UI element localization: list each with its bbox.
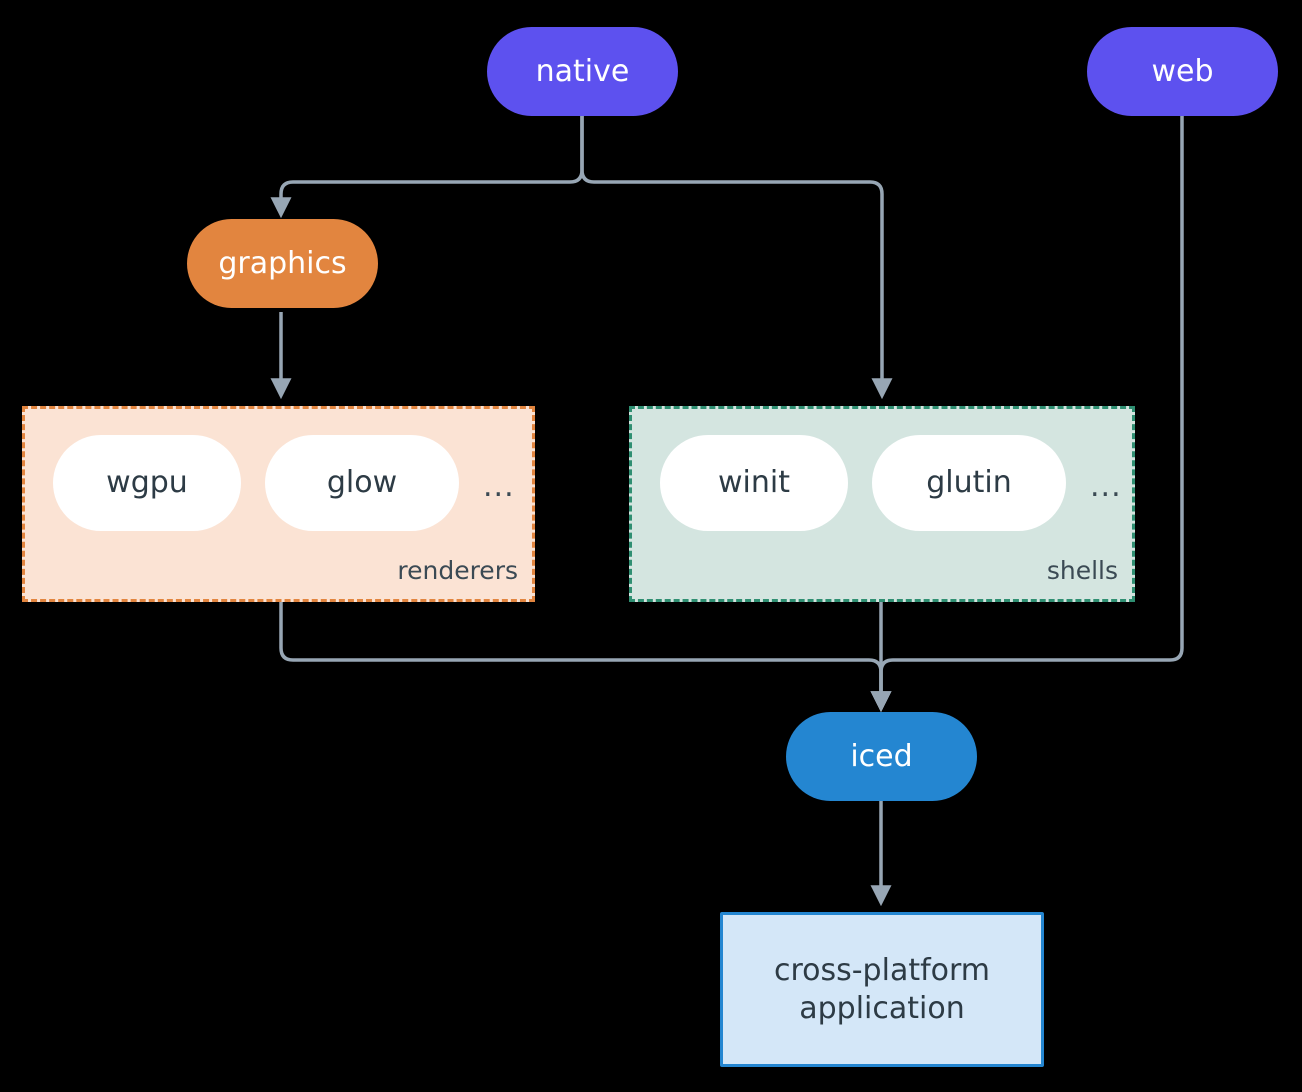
node-web-label: web xyxy=(1151,53,1214,89)
node-graphics[interactable]: graphics xyxy=(187,219,378,308)
cluster-renderers: wgpu glow ... renderers xyxy=(22,406,535,602)
leaf-glutin[interactable]: glutin xyxy=(872,435,1066,531)
leaf-glutin-label: glutin xyxy=(926,465,1012,501)
leaf-wgpu-label: wgpu xyxy=(106,465,188,501)
leaf-glow-label: glow xyxy=(326,465,398,501)
cluster-shells-label: shells xyxy=(1046,556,1118,585)
node-application-line1: cross-platform xyxy=(773,953,991,988)
edge-native-to-shells xyxy=(580,115,893,400)
node-iced-label: iced xyxy=(850,738,913,774)
node-application[interactable]: cross-platform application xyxy=(720,912,1044,1067)
node-native[interactable]: native xyxy=(487,27,678,116)
node-application-line2: application xyxy=(799,990,965,1026)
edge-native-to-graphics xyxy=(270,115,584,219)
node-graphics-label: graphics xyxy=(218,245,347,281)
cluster-shells: winit glutin ... shells xyxy=(629,406,1135,602)
cluster-renderers-label: renderers xyxy=(397,556,518,585)
edge-renderers-to-iced xyxy=(279,602,892,713)
node-iced[interactable]: iced xyxy=(786,712,977,801)
leaf-glow[interactable]: glow xyxy=(265,435,459,531)
node-native-label: native xyxy=(535,53,630,89)
leaf-winit[interactable]: winit xyxy=(660,435,848,531)
leaf-winit-label: winit xyxy=(718,465,790,501)
leaf-wgpu[interactable]: wgpu xyxy=(53,435,241,531)
node-web[interactable]: web xyxy=(1087,27,1278,116)
renderers-overflow-ellipsis: ... xyxy=(483,469,515,504)
shells-overflow-ellipsis: ... xyxy=(1090,469,1122,504)
